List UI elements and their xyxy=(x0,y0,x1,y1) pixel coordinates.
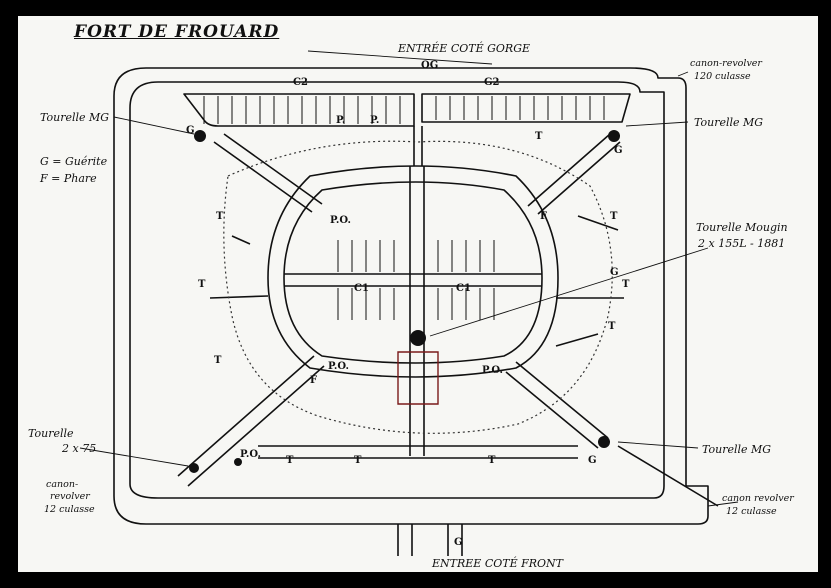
entrance-gorge-label: ENTRÉE COTÉ GORGE xyxy=(398,42,531,55)
g-mark-s: G xyxy=(454,537,463,548)
callout-canon-revolver-w-2: revolver xyxy=(50,491,90,502)
c2-right-mark: G2 xyxy=(484,77,500,88)
turret-mg-se xyxy=(598,436,610,448)
plan-sheet: FORT DE FROUARD ENTRÉE COTÉ GORGE OG ENT… xyxy=(18,16,818,572)
turret-mougin xyxy=(410,330,426,346)
po-left-mark: P.O. xyxy=(328,361,349,372)
outer-rampart xyxy=(113,67,709,525)
callout-canon-revolver-ne-2: 120 culasse xyxy=(694,71,751,82)
t-mark-2: T xyxy=(216,211,224,222)
callout-tourelle-mg-ne: Tourelle MG xyxy=(694,116,764,129)
inner-rampart xyxy=(129,81,665,499)
po-bottom-mark: P.O. xyxy=(240,449,261,460)
po-right-mark: P.O. xyxy=(482,365,503,376)
callout-canon-revolver-w-3: 12 culasse xyxy=(44,504,95,515)
entrance-front-label: ENTREE COTÉ FRONT xyxy=(432,557,564,570)
gallery-ne xyxy=(527,133,621,215)
callout-tourelle-mougin-1: Tourelle Mougin xyxy=(696,221,788,234)
legend-guerite: G = Guérite xyxy=(40,155,108,168)
og-mark: OG xyxy=(421,60,439,71)
central-keep xyxy=(267,165,559,378)
f-mark-sw: F xyxy=(310,375,318,386)
g-mark-nw: G xyxy=(186,125,195,136)
callout-canon-revolver-se-1: canon revolver xyxy=(722,493,794,504)
t-mark-1: T xyxy=(535,131,543,142)
t-mark-4: T xyxy=(214,355,222,366)
c1-right-mark: C1 xyxy=(456,283,471,294)
p-mark-2: P. xyxy=(370,115,380,126)
callout-tourelle-75-1: Tourelle xyxy=(28,427,74,440)
t-mark-10: T xyxy=(488,455,496,466)
gallery-se xyxy=(505,361,719,507)
f-mark-ne: F xyxy=(540,211,548,222)
t-mark-3: T xyxy=(198,279,206,290)
legend-phare: F = Phare xyxy=(40,172,97,185)
g-mark-e: G xyxy=(610,267,619,278)
t-mark-5: T xyxy=(610,211,618,222)
po-top-mark: P.O. xyxy=(330,215,351,226)
turret-mg-nw xyxy=(194,130,206,142)
turret-mg-ne xyxy=(608,130,620,142)
g-mark-ne: G xyxy=(614,145,623,156)
fort-plan-drawing xyxy=(79,50,739,556)
c1-left-mark: C1 xyxy=(354,283,369,294)
c2-left-mark: C2 xyxy=(293,77,308,88)
t-mark-6: T xyxy=(622,279,630,290)
t-mark-8: T xyxy=(286,455,294,466)
callout-tourelle-mg-nw: Tourelle MG xyxy=(40,111,110,124)
gallery-sw xyxy=(177,355,325,487)
p-mark-1: P. xyxy=(336,115,346,126)
callout-canon-revolver-w-1: canon- xyxy=(46,479,79,490)
gallery-nw xyxy=(213,133,323,213)
callout-tourelle-mougin-2: 2 x 155L - 1881 xyxy=(698,237,786,250)
turret-sw-po xyxy=(234,458,242,466)
callout-canon-revolver-se-2: 12 culasse xyxy=(726,506,777,517)
g-mark-se: G xyxy=(588,455,597,466)
t-mark-7: T xyxy=(608,321,616,332)
plan-title: FORT DE FROUARD xyxy=(74,22,280,42)
turret-75 xyxy=(189,463,199,473)
t-mark-9: T xyxy=(354,455,362,466)
mougin-block xyxy=(397,351,439,405)
callout-tourelle-mg-se: Tourelle MG xyxy=(702,443,772,456)
callout-canon-revolver-ne-1: canon-revolver xyxy=(690,58,762,69)
callout-tourelle-75-2: 2 x 75 xyxy=(62,442,97,455)
